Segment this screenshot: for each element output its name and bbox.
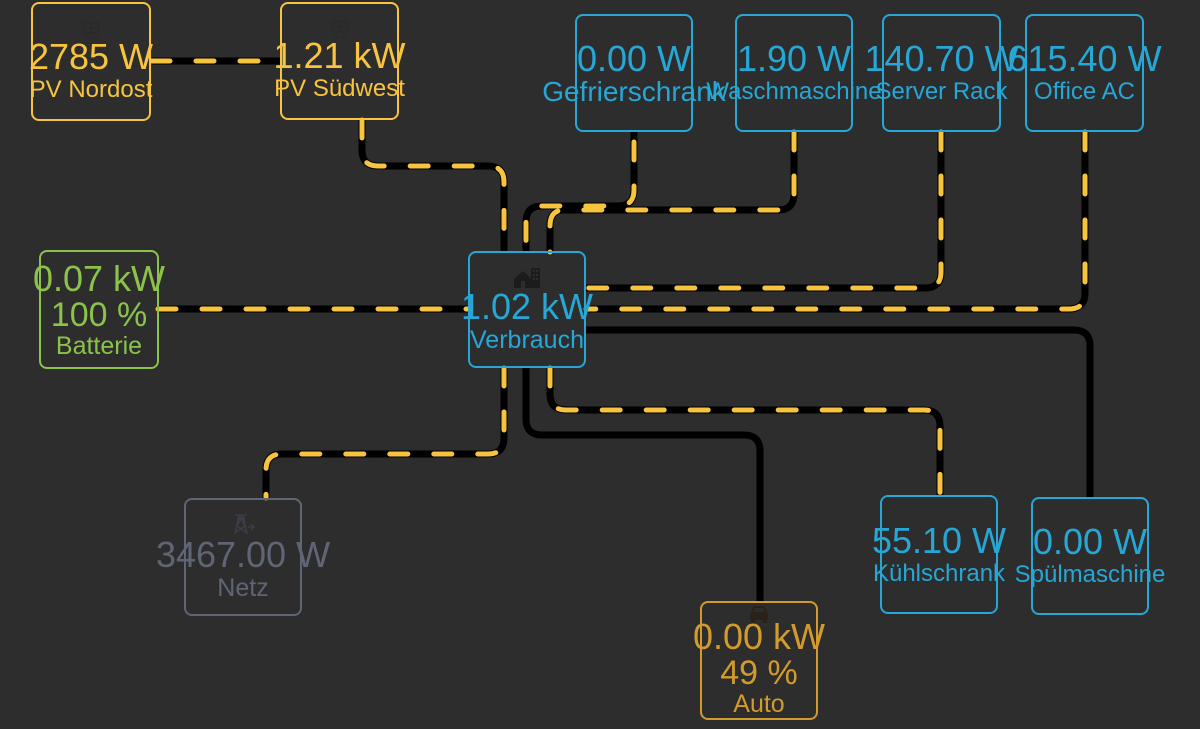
flow-office-ac	[583, 129, 1088, 312]
server-rack-value: 140.70 W	[864, 38, 1019, 79]
gefrierschrank-label: Gefrierschrank	[542, 76, 726, 107]
office-ac-label: Office AC	[1034, 78, 1135, 105]
pv-nordost-value: 2785 W	[28, 35, 154, 77]
netz-label: Netz	[217, 574, 269, 602]
server-rack-label: Server Rack	[875, 78, 1008, 105]
wire-gefrierschrank	[522, 132, 638, 252]
waschmaschine-node[interactable]: 1.90 W Waschmaschine	[706, 14, 882, 132]
pv-suedwest-node[interactable]: 1.21 kW PV Südwest	[273, 2, 406, 120]
solar-panel-icon	[80, 20, 102, 42]
waschmaschine-value: 1.90 W	[736, 38, 852, 79]
flow-waschmaschine	[547, 129, 797, 255]
batterie-soc: 100 %	[50, 295, 148, 334]
pv-suedwest-value: 1.21 kW	[273, 35, 406, 76]
pv-suedwest-label: PV Südwest	[274, 75, 405, 102]
wire-spuelmaschine	[586, 326, 1094, 497]
netz-node[interactable]: 3467.00 W Netz	[156, 498, 330, 616]
kuehlschrank-label: Kühlschrank	[872, 559, 1006, 587]
office-ac-value: 615.40 W	[1007, 38, 1162, 79]
wire-waschmaschine	[546, 132, 798, 252]
spuelmaschine-node[interactable]: 0.00 W Spülmaschine	[1015, 497, 1165, 615]
wire-auto	[522, 368, 764, 601]
flow-server-rack	[583, 129, 944, 291]
auto-soc: 49 %	[720, 653, 798, 692]
verbrauch-value: 1.02 kW	[460, 285, 594, 327]
auto-value: 0.00 kW	[692, 615, 826, 657]
transmission-tower-icon	[230, 512, 256, 536]
netz-value: 3467.00 W	[155, 534, 331, 575]
kuehlschrank-node[interactable]: 55.10 W Kühlschrank	[872, 495, 1006, 614]
batterie-node[interactable]: 0.07 kW 100 % Batterie	[33, 250, 165, 369]
flow-gefrierschrank	[523, 129, 637, 255]
office-ac-node[interactable]: 615.40 W Office AC	[1007, 14, 1162, 132]
home-icon	[512, 266, 542, 290]
solar-panel-icon	[329, 19, 351, 41]
spuelmaschine-value: 0.00 W	[1032, 521, 1148, 562]
waschmaschine-label: Waschmaschine	[706, 78, 882, 105]
server-rack-node[interactable]: 140.70 W Server Rack	[864, 14, 1019, 132]
flow-pv-suedwest	[359, 117, 507, 255]
verbrauch-node[interactable]: 1.02 kW Verbrauch	[461, 251, 593, 368]
pv-nordost-label: PV Nordost	[29, 75, 153, 103]
pv-nordost-node[interactable]: 2785 W PV Nordost	[28, 2, 154, 121]
batterie-value: 0.07 kW	[32, 257, 166, 299]
wire-netz	[262, 368, 508, 498]
flow-kuehlschrank	[547, 365, 943, 498]
verbrauch-label: Verbrauch	[470, 325, 584, 354]
spuelmaschine-label: Spülmaschine	[1014, 561, 1166, 588]
flow-netz	[263, 365, 507, 501]
kuehlschrank-value: 55.10 W	[871, 519, 1007, 561]
auto-label: Auto	[733, 689, 785, 718]
gefrierschrank-node[interactable]: 0.00 W Gefrierschrank	[542, 14, 726, 132]
batterie-label: Batterie	[55, 331, 143, 360]
car-icon	[747, 604, 771, 624]
wire-pv-suedwest	[358, 120, 508, 252]
gefrierschrank-value: 0.00 W	[576, 38, 692, 79]
auto-node[interactable]: 0.00 kW 49 % Auto	[693, 601, 825, 720]
wire-office-ac	[586, 132, 1089, 313]
